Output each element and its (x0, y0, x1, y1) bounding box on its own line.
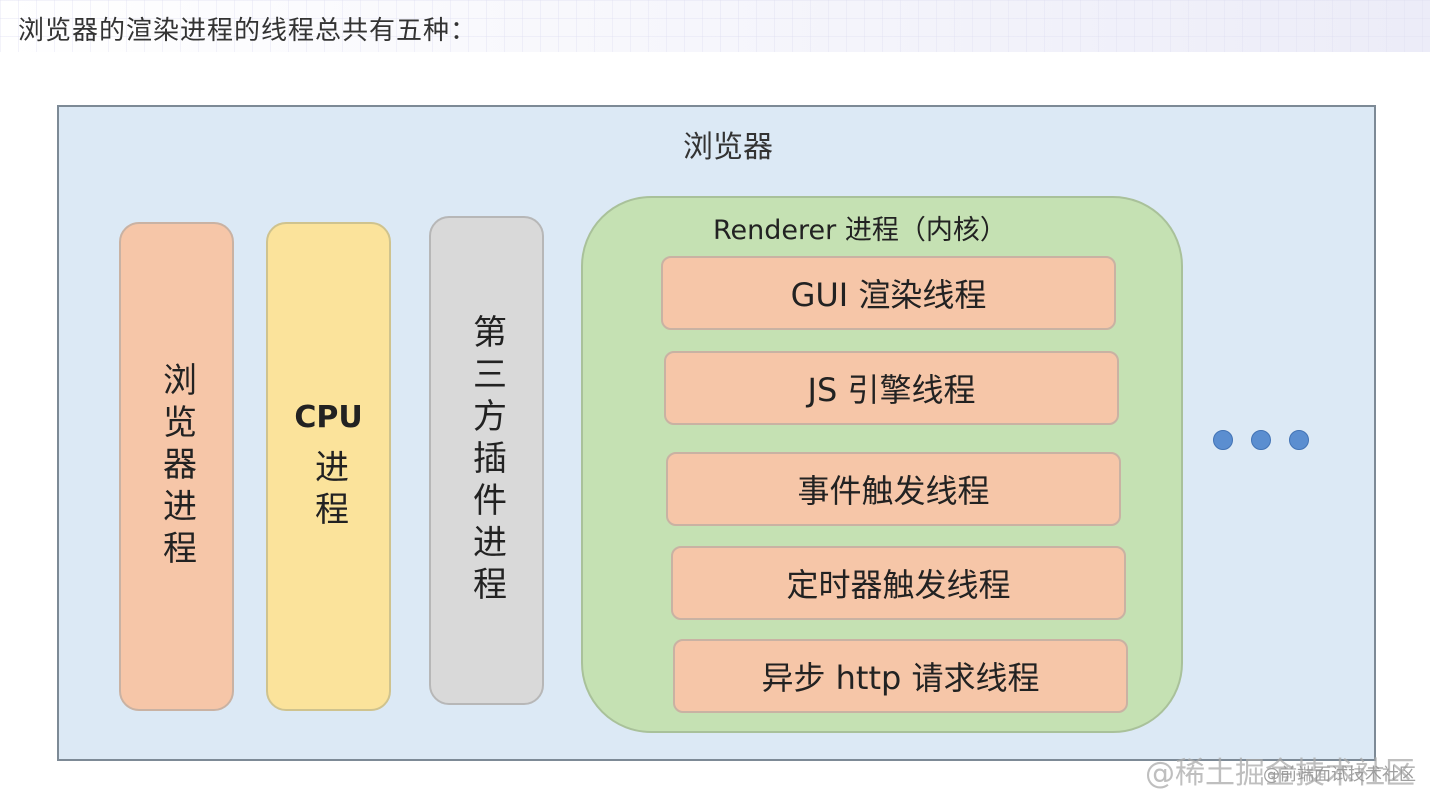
cpu-process-box: CPU 进程 (266, 222, 391, 711)
browser-process-box: 浏览器进程 (119, 222, 234, 711)
cpu-process-label-top: CPU (294, 400, 363, 435)
browser-process-label: 浏览器进程 (156, 361, 197, 572)
cpu-process-label-bottom: 进程 (308, 449, 349, 533)
heading-text: 浏览器的渲染进程的线程总共有五种： (18, 16, 478, 46)
browser-title: 浏览器 (683, 130, 773, 165)
ellipsis-dots (1213, 430, 1309, 450)
renderer-process-title: Renderer 进程（内核） (713, 215, 1007, 246)
plugin-process-box: 第三方插件进程 (429, 216, 544, 705)
ellipsis-dot-icon (1213, 430, 1233, 450)
watermark: @稀土掘金技术社区 (1145, 756, 1415, 791)
thread-timer-trigger: 定时器触发线程 (671, 546, 1126, 620)
thread-js-engine: JS 引擎线程 (664, 351, 1119, 425)
heading-bar: 浏览器的渲染进程的线程总共有五种： (0, 0, 1430, 52)
ellipsis-dot-icon (1251, 430, 1271, 450)
thread-event-trigger: 事件触发线程 (666, 452, 1121, 526)
thread-gui-render: GUI 渲染线程 (661, 256, 1116, 330)
thread-async-http: 异步 http 请求线程 (673, 639, 1128, 713)
ellipsis-dot-icon (1289, 430, 1309, 450)
watermark-small: @前端面试技术社区 (1263, 765, 1416, 785)
plugin-process-label: 第三方插件进程 (466, 313, 507, 608)
